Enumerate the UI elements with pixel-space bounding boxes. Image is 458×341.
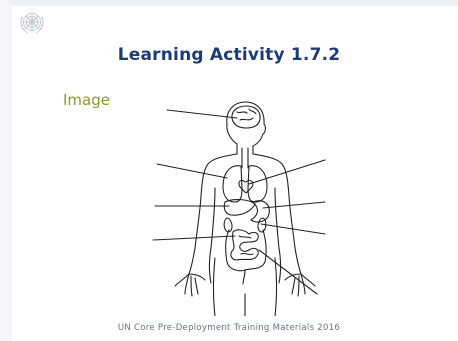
label-line-brain	[167, 110, 237, 118]
label-line-large-intestine	[259, 250, 317, 294]
heart	[239, 180, 253, 193]
label-line-intestine	[153, 236, 235, 240]
label-line-lung	[157, 164, 227, 178]
right-hand	[285, 274, 315, 296]
footer-text: UN Core Pre-Deployment Training Material…	[0, 323, 458, 333]
left-hand	[175, 274, 205, 296]
left-kidney	[224, 218, 232, 232]
label-line-stomach	[263, 202, 325, 208]
human-anatomy-outline-icon	[145, 98, 335, 316]
image-label: Image	[63, 91, 110, 109]
slide-title: Learning Activity 1.7.2	[0, 45, 458, 65]
top-band	[0, 0, 458, 6]
face-outline	[227, 124, 237, 144]
un-emblem-icon	[18, 8, 46, 36]
brain-outline	[232, 106, 260, 128]
liver	[224, 200, 255, 216]
small-intestine	[231, 230, 258, 260]
